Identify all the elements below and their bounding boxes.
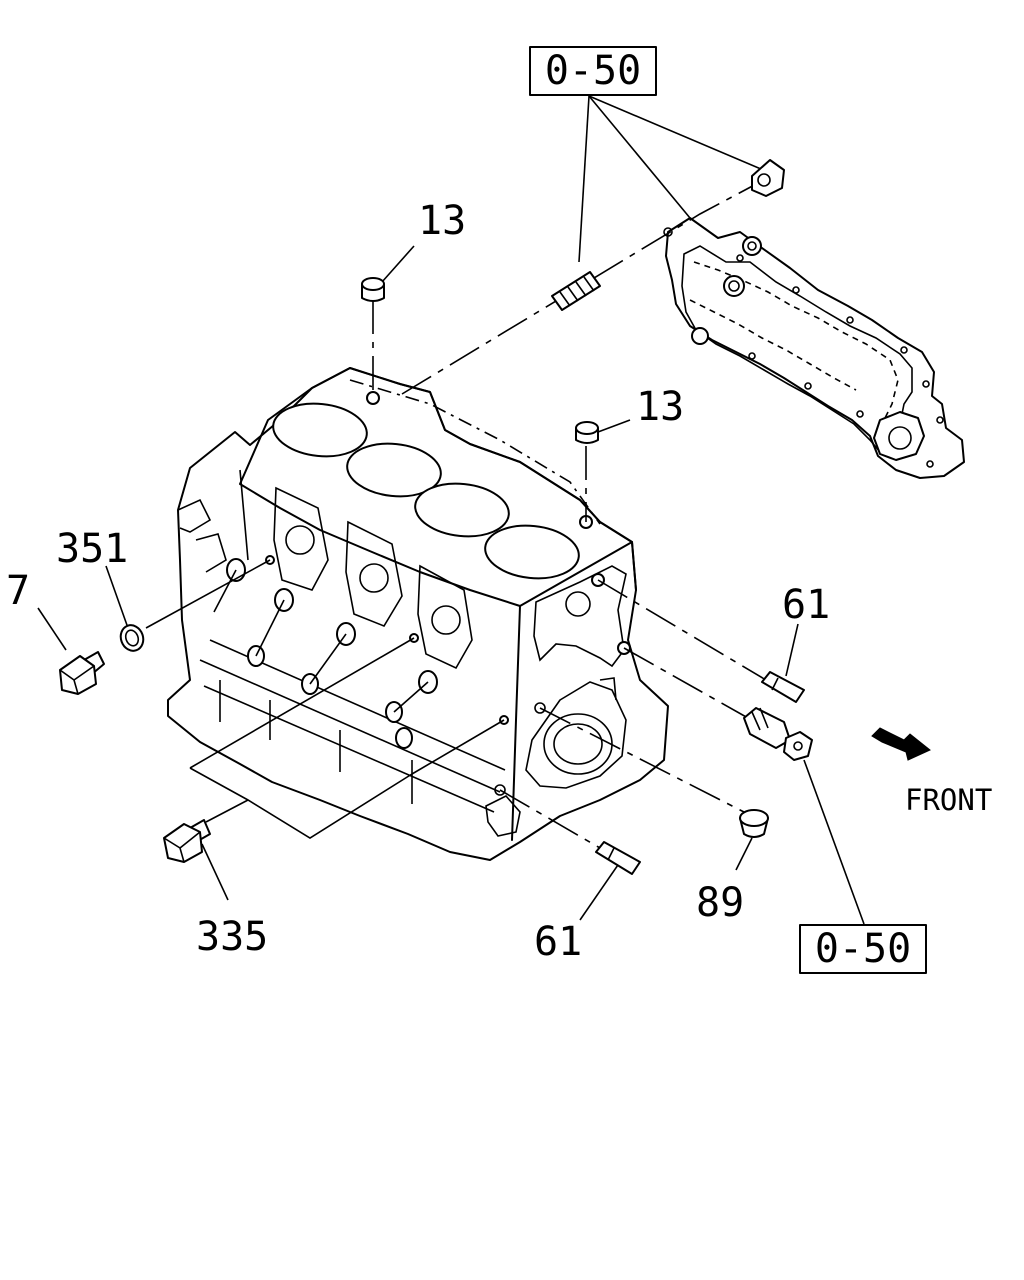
plug-small: [59, 651, 105, 695]
washer: [119, 624, 145, 652]
cylinder-block: [167, 367, 669, 861]
reference-box-bottom[interactable]: 0-50: [799, 924, 927, 974]
reference-box-top[interactable]: 0-50: [529, 46, 657, 96]
reference-label-top: 0-50: [545, 48, 641, 94]
callout-pin-lower: 61: [534, 919, 582, 965]
pin-upper-right: [761, 671, 805, 703]
callout-plug-drain: 335: [196, 914, 268, 960]
dowel-sleeve: [739, 809, 769, 838]
stud-bolt: [551, 271, 601, 311]
callout-plug-small: 7: [6, 568, 30, 614]
cap-upper: [361, 277, 385, 302]
reference-label-bottom: 0-50: [815, 926, 911, 972]
pin-lower: [595, 841, 641, 875]
leader-lines: [37, 95, 865, 925]
plug-drain: [163, 819, 211, 863]
callout-dowel: 89: [696, 880, 744, 926]
front-arrow-icon: [871, 727, 931, 761]
front-label: FRONT: [905, 783, 992, 817]
fitting: [743, 707, 813, 761]
callout-cap-upper: 13: [418, 198, 466, 244]
cap-right: [575, 421, 599, 444]
oil-cooler-cover: [663, 217, 965, 479]
nut: [751, 159, 785, 197]
callout-pin-upper-right: 61: [782, 582, 830, 628]
front-direction-indicator: FRONT: [871, 727, 992, 817]
callout-cap-right: 13: [636, 384, 684, 430]
callout-washer: 351: [56, 526, 128, 572]
